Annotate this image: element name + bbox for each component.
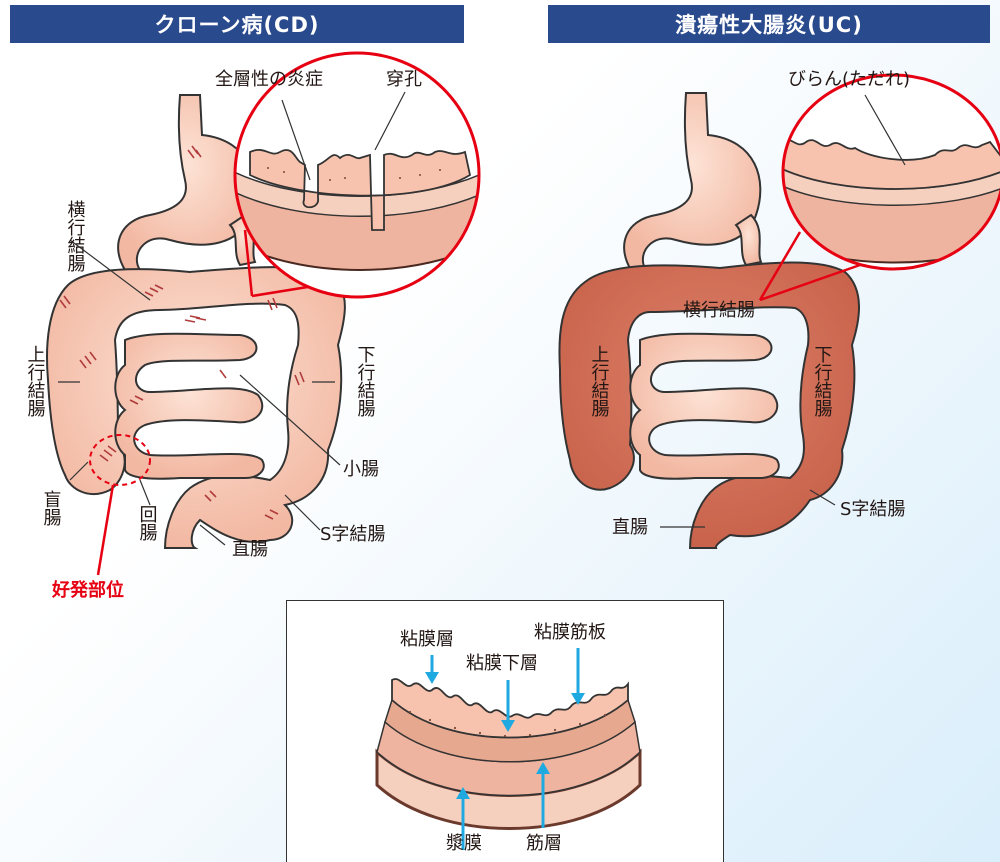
label-crohn-transverse: 横行結腸 xyxy=(65,200,86,273)
label-submucosa: 粘膜下層 xyxy=(466,653,538,674)
label-transmural: 全層性の炎症 xyxy=(215,69,323,90)
label-erosion: びらん(ただれ) xyxy=(788,69,910,90)
uc-stomach xyxy=(624,93,760,270)
label-uc-ascending: 上行結腸 xyxy=(589,345,610,418)
uc-small-intestine xyxy=(630,334,779,479)
label-crohn-cecum: 盲腸 xyxy=(41,490,62,527)
label-uc-transverse: 横行結腸 xyxy=(683,300,755,321)
crohn-small-intestine xyxy=(115,334,264,479)
label-uc-descending: 下行結腸 xyxy=(812,345,833,418)
wall-layer-diagram xyxy=(377,648,640,850)
label-predilection: 好発部位 xyxy=(51,579,124,601)
label-crohn-sigmoid: S字結腸 xyxy=(320,524,385,545)
label-muscle-layer: 筋層 xyxy=(526,833,562,854)
label-uc-sigmoid: S字結腸 xyxy=(840,499,905,520)
label-muscularis-mucosae: 粘膜筋板 xyxy=(534,622,606,643)
label-perforation: 穿孔 xyxy=(386,69,422,90)
label-mucosa: 粘膜層 xyxy=(400,629,454,650)
label-crohn-small-intestine: 小腸 xyxy=(343,459,379,480)
crohn-intestine xyxy=(47,53,490,575)
label-crohn-ileum: 回腸 xyxy=(137,505,158,542)
label-uc-rectum: 直腸 xyxy=(612,517,648,538)
label-crohn-descending: 下行結腸 xyxy=(355,345,376,418)
label-crohn-rectum: 直腸 xyxy=(232,539,268,560)
uc-intestine xyxy=(559,75,1000,548)
label-crohn-ascending: 上行結腸 xyxy=(25,345,46,418)
label-serosa: 漿膜 xyxy=(446,833,482,854)
